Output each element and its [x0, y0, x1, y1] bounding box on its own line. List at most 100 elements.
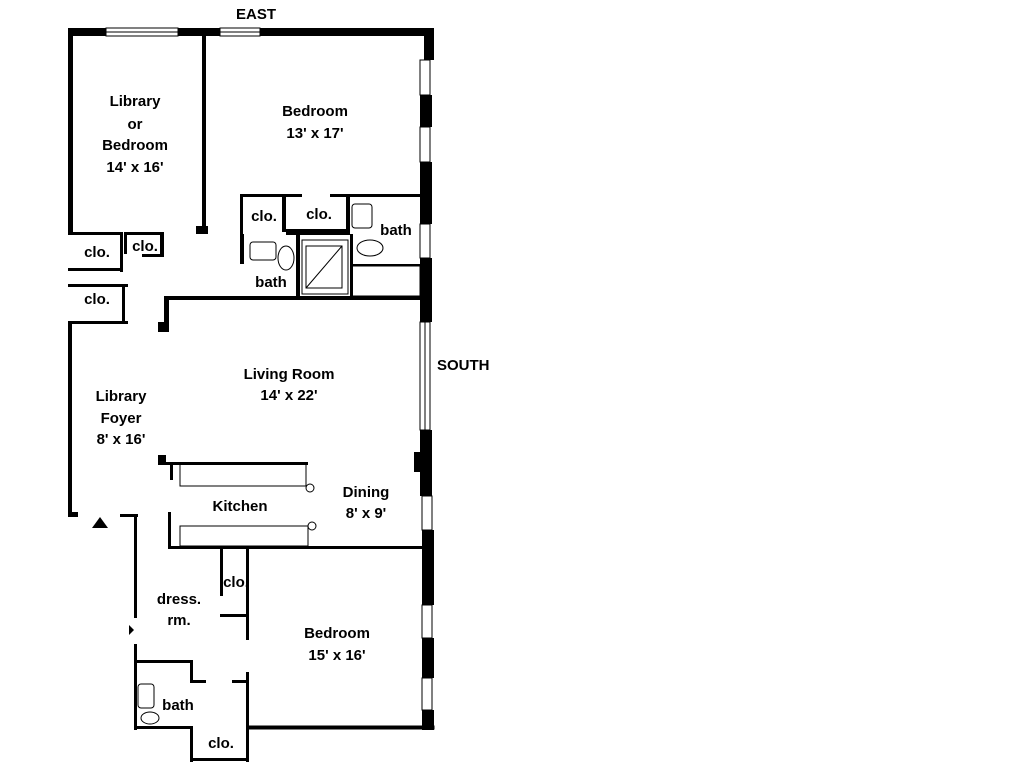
- south-wall-seg: [420, 430, 432, 496]
- sink-fixture: [249, 241, 277, 261]
- closet-wall: [346, 194, 350, 232]
- living-room-wall: [158, 322, 168, 332]
- tub-fixture: [351, 265, 421, 297]
- foyer-wall: [120, 514, 138, 517]
- compass-south-label: SOUTH: [437, 357, 490, 374]
- dressing-room-label-2: rm.: [167, 612, 190, 629]
- bath-wall: [134, 660, 192, 663]
- closet-wall: [190, 726, 193, 762]
- closet-label: clo.: [84, 291, 110, 308]
- window: [419, 59, 431, 96]
- closet-wall: [124, 232, 164, 235]
- interior-walls: [68, 36, 424, 762]
- west-wall-end: [68, 512, 78, 517]
- south-wall-seg: [422, 710, 434, 730]
- fixtures: [137, 203, 421, 725]
- bath-wall: [246, 672, 249, 762]
- west-wall: [68, 28, 73, 233]
- closet-wall: [68, 268, 123, 271]
- closet-wall: [142, 254, 164, 257]
- sink-fixture: [351, 203, 373, 229]
- closet-wall: [246, 548, 249, 640]
- closet-label: clo.: [84, 244, 110, 261]
- south-wall-seg: [422, 530, 434, 605]
- south-wall-seg: [424, 28, 434, 60]
- kitchen-label: Kitchen: [212, 498, 267, 515]
- living-room-wall: [164, 296, 169, 332]
- dining-label: Dining: [343, 484, 390, 501]
- shower-inner: [305, 245, 343, 289]
- windows: [105, 27, 433, 711]
- living-room-label: Living Room: [244, 366, 335, 383]
- bath-label: bath: [255, 274, 287, 291]
- dressing-room-label-1: dress.: [157, 591, 201, 608]
- dressing-room-wall: [134, 514, 137, 618]
- closet-label: clo.: [251, 208, 277, 225]
- closet-wall: [160, 232, 164, 257]
- closet-wall: [68, 321, 128, 324]
- shower-fixture: [301, 239, 349, 295]
- compass-east-label: EAST: [236, 6, 276, 23]
- bedroom-2-label: Bedroom: [304, 625, 370, 642]
- door-arrow-icon: [129, 625, 134, 635]
- sink-fixture: [137, 683, 155, 709]
- kitchen-wall: [168, 546, 424, 549]
- south-wall-pier: [414, 452, 422, 472]
- library-bedroom-label-2: or: [128, 116, 143, 133]
- library-bedroom-label-1: Library: [110, 93, 162, 110]
- library-bedroom-dims: 14' x 16': [106, 159, 163, 176]
- dining-dims: 8' x 9': [346, 505, 387, 522]
- bedroom-1-dims: 13' x 17': [286, 125, 343, 142]
- entrance-triangle-icon: [92, 517, 108, 528]
- library-foyer-dims: 8' x 16': [97, 431, 146, 448]
- bath-wall: [232, 680, 249, 683]
- toilet-fixture: [277, 245, 295, 271]
- south-wall-seg: [420, 162, 432, 224]
- closet-wall: [190, 758, 249, 761]
- counter-fixture: [179, 463, 307, 487]
- toilet-fixture: [140, 711, 160, 725]
- living-room-wall: [164, 296, 420, 300]
- bath-wall: [190, 680, 206, 683]
- closet-wall: [124, 232, 127, 254]
- closet-wall: [240, 194, 243, 234]
- window: [421, 677, 433, 711]
- closet-wall: [122, 284, 125, 324]
- kitchen-wall: [168, 512, 171, 548]
- closet-wall: [330, 194, 420, 197]
- closet-wall: [68, 284, 128, 287]
- bath-wall: [134, 726, 192, 729]
- south-wall-seg: [420, 95, 432, 127]
- closet-label: clo.: [208, 735, 234, 752]
- appliance-fixture: [305, 483, 315, 493]
- closet-wall: [120, 232, 123, 272]
- window: [419, 126, 431, 163]
- west-wall: [68, 324, 72, 516]
- bedroom-2-dims: 15' x 16': [308, 647, 365, 664]
- window: [421, 495, 433, 531]
- partition-end: [196, 226, 208, 234]
- partition: [202, 36, 206, 228]
- kitchen-wall: [158, 455, 166, 465]
- closet-wall: [240, 194, 302, 197]
- toilet-fixture: [356, 239, 384, 257]
- counter-fixture: [179, 525, 309, 547]
- bath-wall: [240, 234, 244, 264]
- bath-wall: [296, 234, 300, 296]
- library-bedroom-label-3: Bedroom: [102, 137, 168, 154]
- closet-wall: [220, 548, 223, 596]
- bottom-wall: [247, 725, 435, 730]
- closet-wall: [286, 229, 350, 235]
- closet-wall: [282, 194, 286, 232]
- appliance-fixture: [307, 521, 317, 531]
- kitchen-wall: [170, 462, 173, 480]
- south-wall-seg: [420, 258, 432, 322]
- south-wall-seg: [422, 638, 434, 678]
- window: [421, 604, 433, 639]
- bath-wall: [190, 660, 193, 680]
- closet-label: clo.: [132, 238, 158, 255]
- dressing-room-wall: [134, 644, 137, 730]
- living-room-dims: 14' x 22': [260, 387, 317, 404]
- closet-wall: [68, 232, 120, 235]
